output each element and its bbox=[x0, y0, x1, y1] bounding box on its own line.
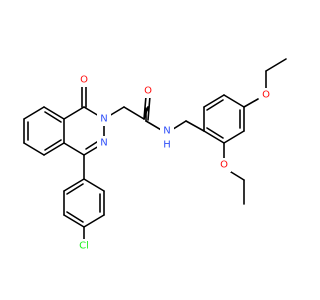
bond bbox=[63, 142, 85, 156]
bond-double-a bbox=[143, 95, 147, 120]
label-bg bbox=[160, 138, 174, 152]
nitrogen-ring-label: N bbox=[100, 114, 107, 125]
bond-double-inner bbox=[44, 111, 62, 123]
oxygen-keto-label: O bbox=[80, 75, 88, 86]
bond-double-inner bbox=[66, 211, 84, 223]
bond bbox=[83, 214, 105, 228]
bond bbox=[203, 94, 225, 108]
bond bbox=[63, 214, 85, 228]
bond bbox=[23, 142, 45, 156]
propanamide-linker bbox=[103, 95, 205, 132]
chlorine-label: Cl bbox=[79, 241, 89, 252]
bond bbox=[243, 98, 259, 108]
bond bbox=[63, 106, 85, 120]
bond bbox=[223, 94, 245, 108]
atom-labels: O N N O N H O O Cl bbox=[75, 73, 273, 253]
label-bg bbox=[141, 84, 155, 98]
label-bg bbox=[77, 73, 91, 87]
molecule-structure-diagram: O N N O N H O O Cl bbox=[23, 58, 287, 253]
bond bbox=[230, 171, 245, 181]
oxygen-ether-label: O bbox=[262, 90, 270, 101]
bond-double-b bbox=[147, 95, 151, 121]
nitrogen-amide-label: N bbox=[163, 126, 170, 137]
label-bg bbox=[259, 88, 273, 102]
bond bbox=[43, 142, 65, 156]
oxygen-amide-label: O bbox=[144, 86, 152, 97]
label-bg bbox=[97, 136, 111, 150]
bond bbox=[43, 106, 65, 120]
label-bg bbox=[217, 158, 231, 172]
bond-double-inner bbox=[44, 139, 62, 151]
nitrogen-ring-label: N bbox=[100, 138, 107, 149]
bond-double-inner bbox=[206, 99, 224, 111]
bond bbox=[203, 130, 225, 144]
bond bbox=[83, 178, 105, 192]
oxygen-ether-label: O bbox=[220, 160, 228, 171]
bond bbox=[223, 130, 245, 144]
hydrogen-amide-label: H bbox=[163, 140, 171, 151]
label-bg bbox=[75, 239, 93, 253]
label-bg bbox=[97, 112, 111, 126]
bond bbox=[23, 106, 45, 120]
bond-double-inner bbox=[66, 183, 84, 195]
chlorophenyl-group bbox=[63, 154, 105, 241]
phthalazinone-core bbox=[23, 85, 105, 156]
label-bg bbox=[160, 124, 174, 138]
bond bbox=[63, 178, 85, 192]
bond bbox=[185, 120, 205, 132]
bond-double-inner bbox=[206, 127, 224, 139]
diethoxyphenyl-group bbox=[203, 58, 287, 205]
bond bbox=[123, 106, 145, 120]
bond bbox=[265, 58, 287, 72]
